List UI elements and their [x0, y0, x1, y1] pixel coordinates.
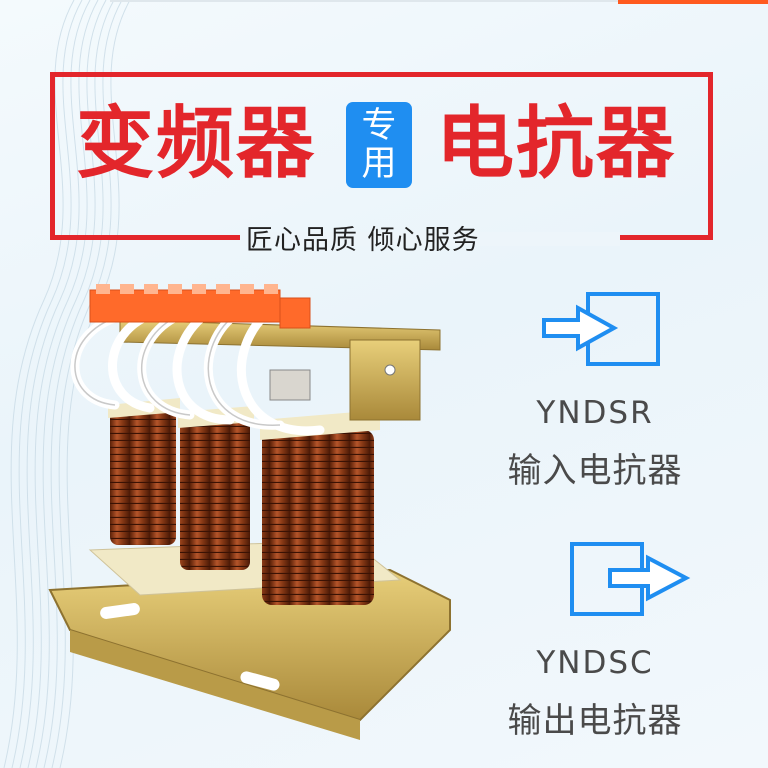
input-reactor-name: 输入电抗器: [507, 451, 683, 491]
input-reactor-code: YNDSR: [536, 395, 654, 431]
reactor-product-image: [48, 284, 451, 740]
badge-line-1: 专: [361, 106, 397, 146]
output-reactor-code: YNDSC: [536, 645, 654, 681]
top-accent-bar: [618, 0, 768, 4]
headline-title-right: 电抗器: [436, 99, 677, 189]
headline-title-left: 变频器: [76, 99, 317, 189]
output-reactor-name: 输出电抗器: [507, 701, 683, 741]
top-divider-line: [110, 0, 730, 2]
special-badge: 专 用: [346, 102, 412, 188]
output-arrow-icon: [570, 542, 691, 616]
slogan: 匠心品质 倾心服务: [246, 225, 480, 256]
input-arrow-icon: [542, 292, 660, 366]
frame-gap: [240, 232, 620, 246]
badge-line-2: 用: [361, 144, 397, 184]
